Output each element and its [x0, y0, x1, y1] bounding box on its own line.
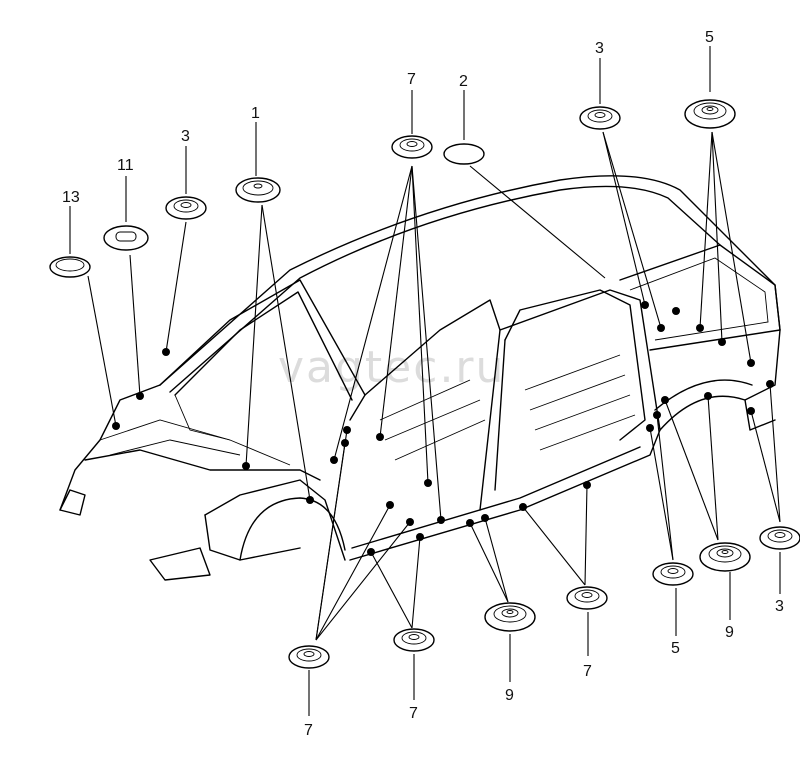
callout-label: 7: [409, 705, 418, 722]
callout-label: 3: [775, 598, 784, 615]
part-7-grommet-top: [391, 135, 433, 159]
callout-label: 2: [459, 73, 468, 90]
parts: [49, 99, 800, 669]
callout-numbers: 13 11 3 1 7 2 3 5 3 9 5 7 9 7 7: [62, 29, 784, 739]
part-3-grommet-bottom-right: [759, 526, 800, 550]
leader-lines: [69, 46, 781, 716]
part-9-grommet-large-right: [699, 542, 751, 572]
part-1-oval-plug: [235, 177, 281, 203]
part-7-grommet-bottom-left: [288, 645, 330, 669]
part-3-grommet: [165, 196, 207, 220]
callout-label: 1: [251, 105, 260, 122]
part-13-oval-plug: [49, 256, 91, 278]
callout-label: 7: [583, 663, 592, 680]
part-11-oval-slot-plug: [103, 225, 149, 251]
callout-label: 13: [62, 189, 80, 206]
callout-label: 7: [407, 71, 416, 88]
part-7-grommet-bottom-cr: [566, 586, 608, 610]
part-2-oval-plug: [443, 143, 485, 165]
part-7-grommet-bottom-cl: [393, 628, 435, 652]
callout-label: 3: [181, 128, 190, 145]
part-9-grommet-large-bottom: [484, 602, 536, 632]
watermark-text: vagtec.ru: [278, 342, 505, 393]
part-5-grommet-bottom: [652, 562, 694, 586]
part-3-grommet-top-right: [579, 106, 621, 130]
callout-label: 5: [671, 640, 680, 657]
callout-label: 5: [705, 29, 714, 46]
part-5-grommet-large-top: [684, 99, 736, 129]
callout-label: 3: [595, 40, 604, 57]
callout-label: 9: [725, 624, 734, 641]
callout-label: 11: [117, 157, 134, 174]
callout-label: 9: [505, 687, 514, 704]
callout-label: 7: [304, 722, 313, 739]
